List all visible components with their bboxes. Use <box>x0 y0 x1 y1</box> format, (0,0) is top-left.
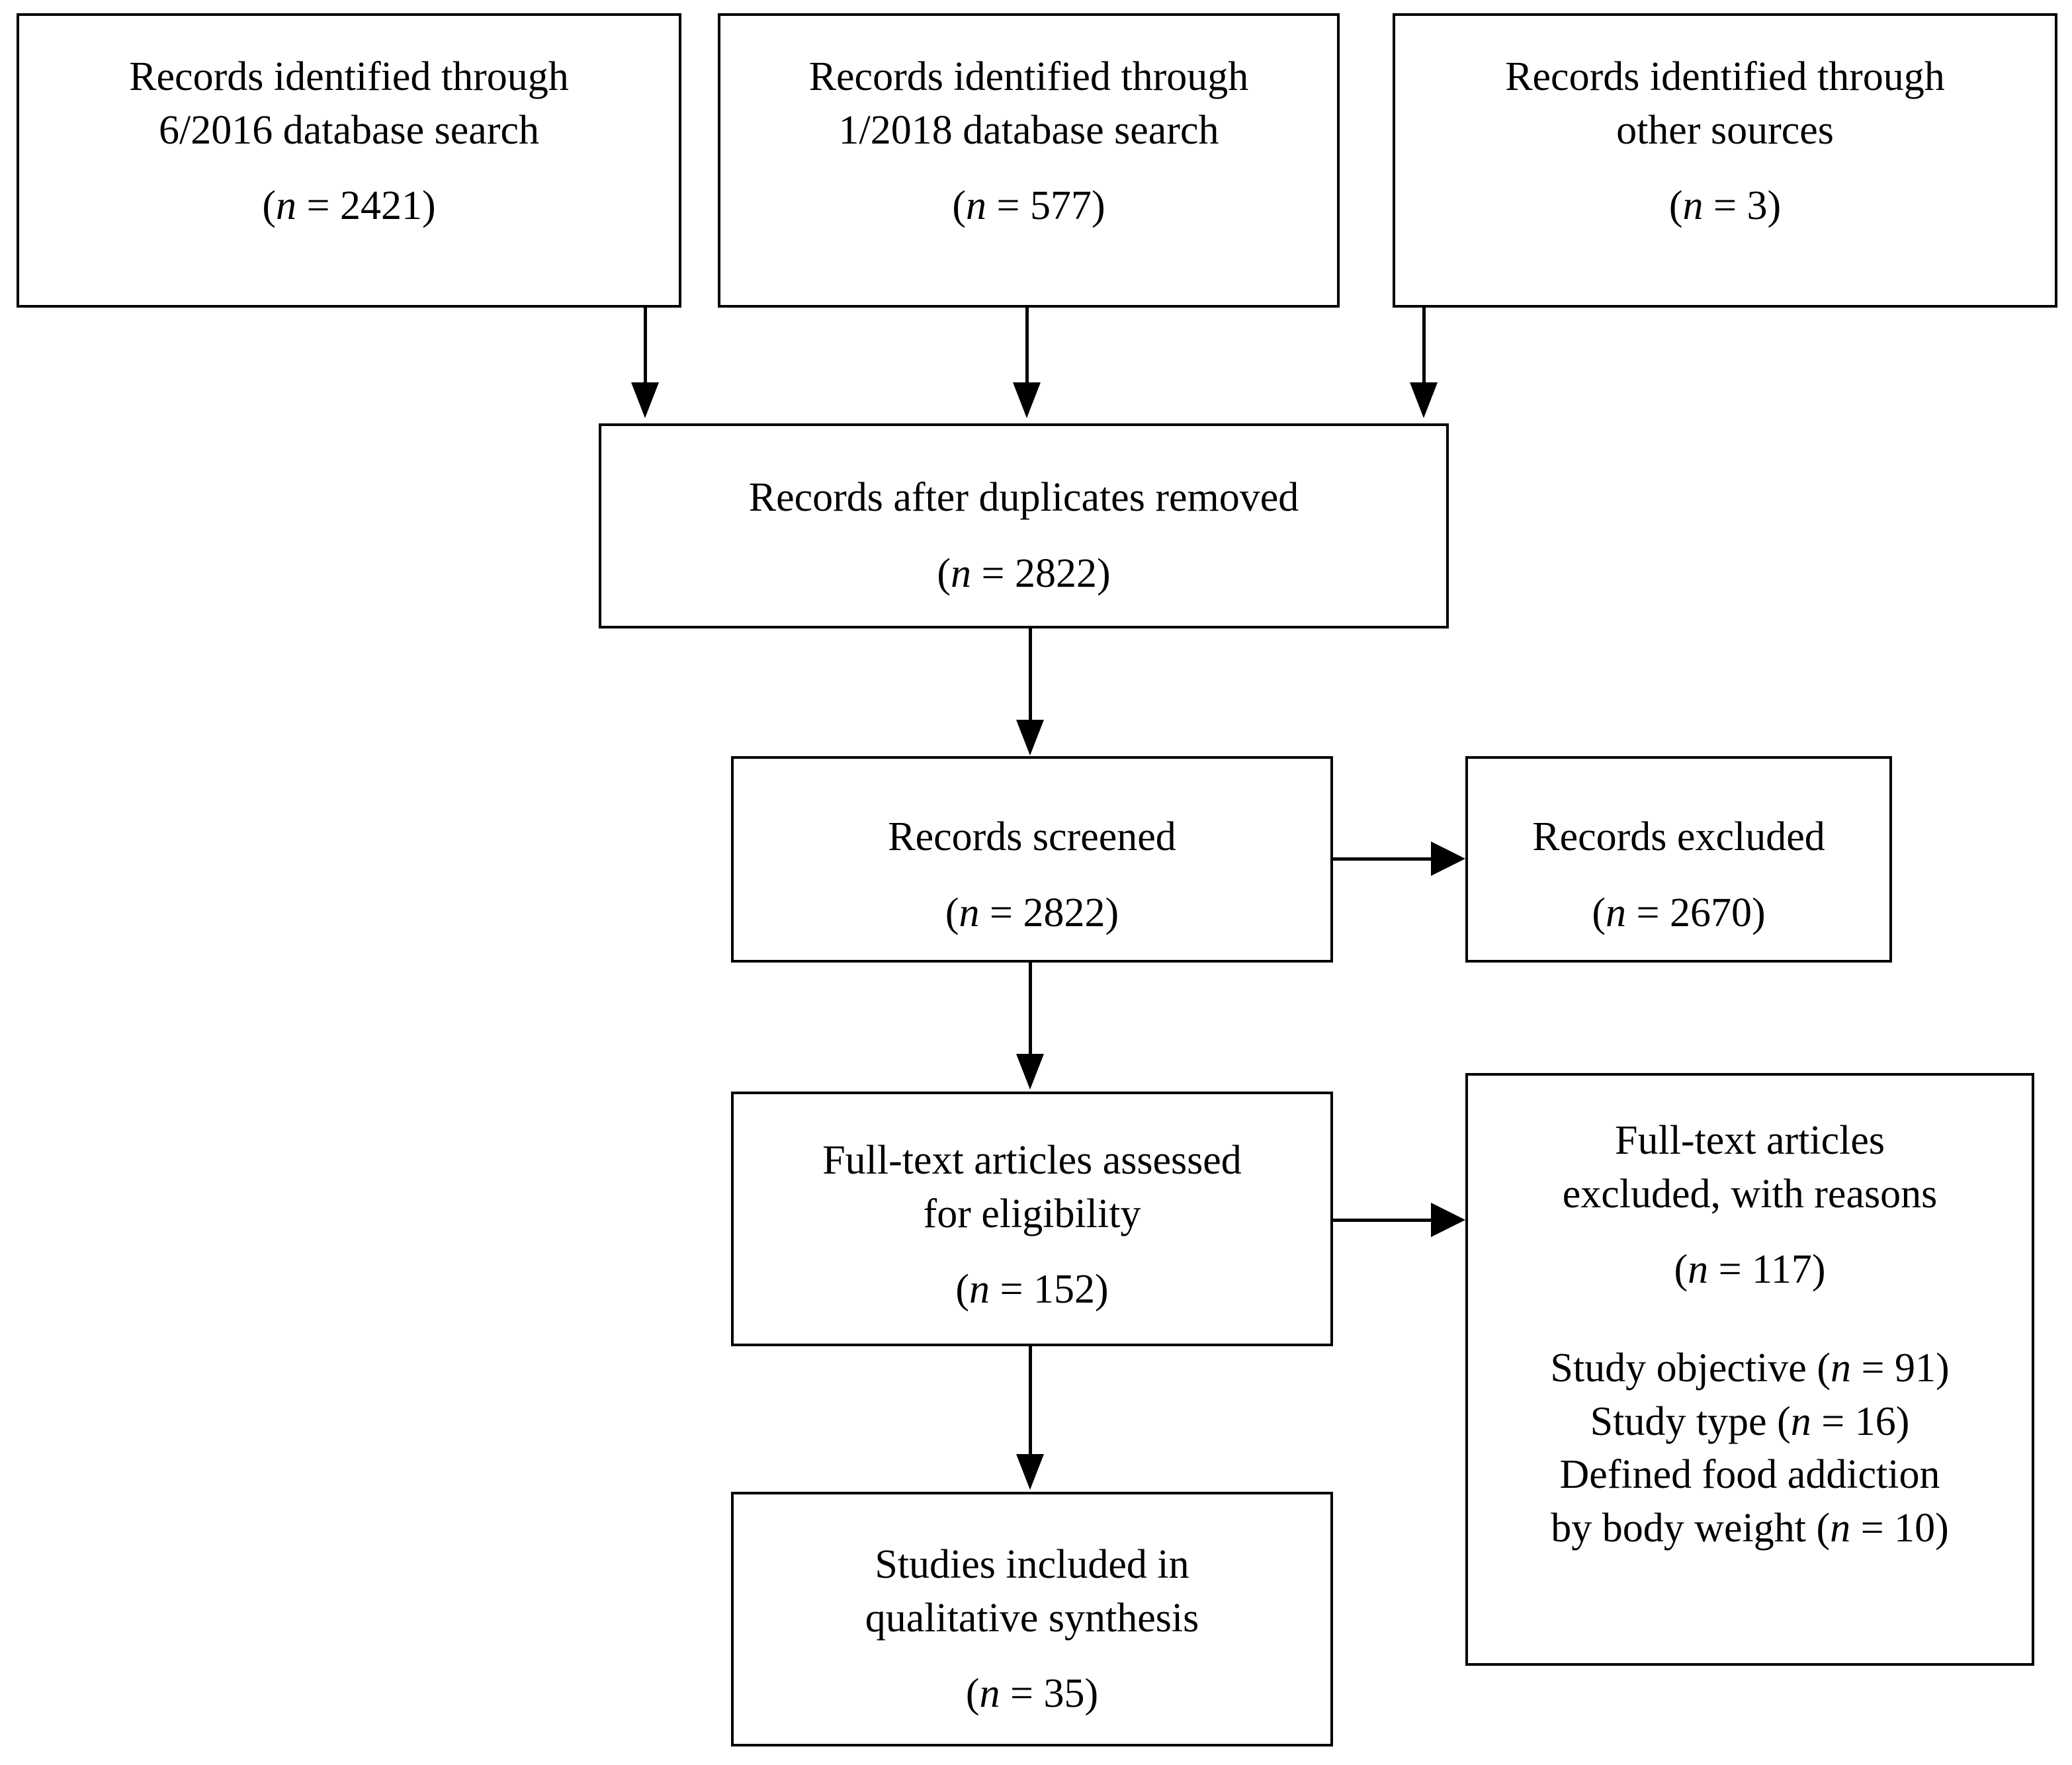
arrowhead-down-included <box>1016 1454 1044 1490</box>
connector-fulltext-to-included <box>1029 1346 1032 1455</box>
connector-2018-to-duplicates <box>1025 308 1029 384</box>
box-records-identified-2016: Records identified through 6/2016 databa… <box>17 13 681 308</box>
box-count: (n = 117) <box>1674 1247 1826 1293</box>
box-line: Records identified through <box>1505 54 1945 99</box>
box-count: (n = 577) <box>952 183 1105 229</box>
box-line: Full-text articles assessed <box>822 1138 1242 1183</box>
box-line: Records identified through <box>129 54 569 99</box>
box-records-after-duplicates-removed: Records after duplicates removed (n = 28… <box>599 423 1449 628</box>
box-fulltext-articles-excluded-with-reasons: Full-text articles excluded, with reason… <box>1465 1073 2034 1666</box>
box-records-screened: Records screened (n = 2822) <box>731 756 1333 963</box>
arrowhead-down-2018 <box>1013 382 1041 418</box>
exclusion-reason: by body weight (n = 10) <box>1551 1505 1949 1551</box>
arrowhead-right-fulltext-excluded <box>1431 1203 1465 1237</box>
box-line: for eligibility <box>923 1191 1141 1236</box>
box-count: (n = 35) <box>965 1671 1099 1717</box>
box-studies-included-qualitative-synthesis: Studies included in qualitative synthesi… <box>731 1492 1333 1746</box>
box-line: other sources <box>1616 107 1834 153</box>
box-count: (n = 3) <box>1668 183 1782 229</box>
exclusion-reason: Study objective (n = 91) <box>1550 1346 1950 1391</box>
connector-duplicates-to-screened <box>1029 628 1032 721</box>
box-fulltext-articles-assessed: Full-text articles assessed for eligibil… <box>731 1092 1333 1346</box>
box-line: Studies included in <box>875 1542 1189 1587</box>
exclusion-reason: Study type (n = 16) <box>1590 1399 1910 1444</box>
box-line: 6/2016 database search <box>159 107 539 153</box>
connector-fulltext-to-fulltext-excluded <box>1333 1219 1432 1222</box>
arrowhead-down-screened <box>1016 720 1044 755</box>
connector-screened-to-excluded <box>1333 857 1432 861</box>
exclusion-reason: Defined food addiction <box>1559 1452 1940 1498</box>
box-count: (n = 2822) <box>937 550 1111 596</box>
box-line: Records after duplicates removed <box>748 475 1299 520</box>
arrowhead-down-other <box>1410 382 1438 418</box>
box-line: Records screened <box>888 814 1176 859</box>
box-count: (n = 2822) <box>945 890 1119 935</box>
box-count: (n = 2421) <box>262 183 436 229</box>
box-count: (n = 2670) <box>1592 890 1766 935</box>
box-records-excluded: Records excluded (n = 2670) <box>1465 756 1892 963</box>
box-count: (n = 152) <box>955 1267 1109 1313</box>
box-records-identified-2018: Records identified through 1/2018 databa… <box>718 13 1340 308</box>
arrowhead-down-fulltext <box>1016 1054 1044 1090</box>
box-line: Full-text articles <box>1614 1118 1885 1163</box>
connector-other-to-duplicates <box>1422 308 1426 384</box>
box-records-identified-other-sources: Records identified through other sources… <box>1393 13 2057 308</box>
box-line: excluded, with reasons <box>1562 1171 1938 1217</box>
box-line: qualitative synthesis <box>865 1595 1199 1641</box>
box-line: Records excluded <box>1532 814 1825 859</box>
box-line: Records identified through <box>808 54 1249 99</box>
arrowhead-down-2016 <box>631 382 659 418</box>
box-line: 1/2018 database search <box>838 107 1219 153</box>
arrowhead-right-excluded <box>1431 841 1465 876</box>
connector-screened-to-fulltext <box>1029 963 1032 1055</box>
connector-2016-to-duplicates <box>644 308 647 384</box>
